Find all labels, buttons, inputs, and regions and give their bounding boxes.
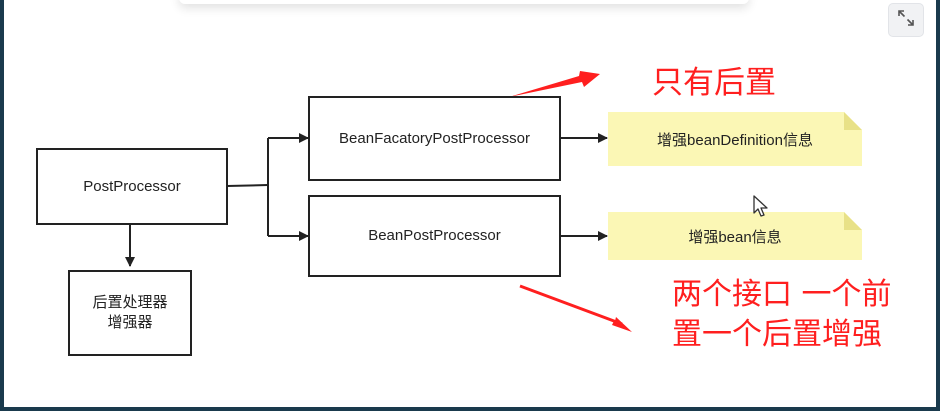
red-arrow-only-post xyxy=(509,71,600,97)
post-processor-description-box[interactable]: 后置处理器 增强器 xyxy=(68,270,192,356)
annotation-two-interfaces-line-1: 两个接口 一个前 xyxy=(672,277,892,312)
post-processor-label: PostProcessor xyxy=(83,177,181,195)
post-processor-box[interactable]: PostProcessor xyxy=(36,148,228,225)
bean-note[interactable]: 增强bean信息 xyxy=(608,212,862,260)
description-line-2: 增强器 xyxy=(107,314,153,331)
expand-icon xyxy=(897,9,915,32)
connector-lines xyxy=(125,71,632,332)
note-shape xyxy=(608,112,862,166)
bean-factory-post-processor-label: BeanFacatoryPostProcessor xyxy=(339,129,530,147)
bean-post-processor-box[interactable]: BeanPostProcessor xyxy=(308,195,561,277)
connector-main xyxy=(226,184,269,187)
bean-note-text: 增强bean信息 xyxy=(688,228,782,246)
annotation-only-post: 只有后置 xyxy=(652,65,776,101)
note-shape xyxy=(608,212,862,260)
description-line-1: 后置处理器 xyxy=(92,294,168,311)
annotation-two-interfaces-line-2: 置一个后置增强 xyxy=(672,317,882,352)
bean-definition-note-text: 增强beanDefinition信息 xyxy=(657,131,813,149)
bean-post-processor-label: BeanPostProcessor xyxy=(368,227,501,244)
top-panel-edge xyxy=(179,0,749,4)
red-arrow-two-interfaces xyxy=(519,284,632,332)
bean-definition-note[interactable]: 增强beanDefinition信息 xyxy=(608,112,862,166)
bean-factory-post-processor-box[interactable]: BeanFacatoryPostProcessor xyxy=(308,96,561,181)
fullscreen-button[interactable] xyxy=(888,3,924,37)
mouse-cursor-icon xyxy=(753,195,768,217)
